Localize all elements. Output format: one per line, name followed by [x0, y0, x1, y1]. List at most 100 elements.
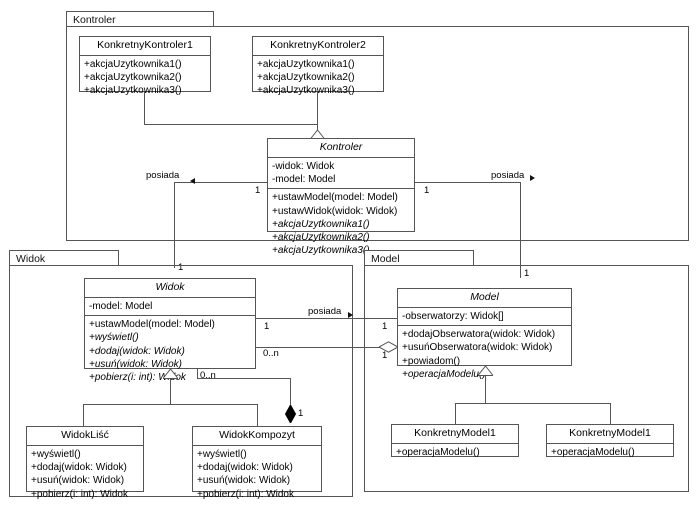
generalization-line	[144, 124, 318, 125]
operations-compartment: +wyświetl() +dodaj(widok: Widok) +usuń(w…	[193, 446, 321, 503]
multiplicity-model-top: 1	[524, 268, 530, 279]
class-model[interactable]: Model -obserwatorzy: Widok[] +dodajObser…	[397, 288, 572, 380]
multiplicity-model-assoc: 1	[382, 321, 388, 332]
operation-row: +powiadom()	[402, 355, 461, 367]
operation-row: +akcjaUzytkownika2()	[272, 232, 370, 244]
generalization-line	[610, 403, 611, 425]
class-name: KonkretnyModel1	[547, 425, 673, 444]
class-widok[interactable]: Widok -model: Model +ustawModel(model: M…	[84, 278, 256, 383]
class-konkretny-model-2[interactable]: KonkretnyModel1 +operacjaModelu()	[546, 424, 674, 458]
generalization-line	[317, 92, 318, 125]
operation-row: +akcjaUzytkownika3()	[272, 245, 370, 257]
multiplicity-widok-assoc-n: 0..n	[263, 348, 279, 359]
class-konkretny-kontroler-1[interactable]: KonkretnyKontroler1 +akcjaUzytkownika1()…	[79, 36, 211, 96]
operation-row: +dodajObserwatora(widok: Widok)	[402, 329, 556, 341]
association-line-kontroler-model	[415, 182, 521, 183]
generalization-line	[455, 403, 456, 425]
package-body-model	[364, 265, 689, 492]
operation-row: +usuńObserwatora(widok: Widok)	[402, 342, 553, 354]
attribute-row: -model: Model	[89, 301, 153, 312]
operations-compartment: +akcjaUzytkownika1() +akcjaUzytkownika2(…	[80, 56, 210, 100]
composition-diamond-icon	[285, 405, 296, 423]
operation-row: +ustawWidok(widok: Widok)	[272, 205, 398, 217]
class-kontroler[interactable]: Kontroler -widok: Widok -model: Model +u…	[267, 138, 415, 256]
operation-row: +wyświetl()	[31, 449, 81, 460]
generalization-line	[83, 404, 84, 427]
operation-row: +wyświetl()	[197, 449, 247, 460]
multiplicity-model-agg: 1	[382, 350, 388, 361]
class-name: KonkretnyModel1	[392, 425, 518, 444]
attribute-row: -widok: Widok	[272, 161, 335, 172]
generalization-line	[485, 375, 486, 404]
association-arrow-mid-icon	[348, 312, 353, 318]
operation-row: +operacjaModelu()	[396, 447, 480, 458]
multiplicity-kontroler-left: 1	[255, 185, 261, 196]
aggregation-diamond-icon	[379, 341, 398, 353]
package-label-widok: Widok	[16, 253, 46, 265]
class-name: Kontroler	[268, 139, 414, 158]
attributes-compartment: -widok: Widok -model: Model	[268, 158, 414, 190]
operation-row: +wyświetl()	[89, 332, 139, 344]
association-line-kontroler-widok	[174, 182, 175, 268]
generalization-line	[83, 404, 258, 405]
package-tab-widok: Widok	[9, 250, 119, 266]
operation-row: +pobierz(i: int): Widok	[197, 488, 294, 500]
class-konkretny-kontroler-2[interactable]: KonkretnyKontroler2 +akcjaUzytkownika1()…	[252, 36, 384, 96]
multiplicity-composite-n: 0..n	[200, 370, 216, 381]
association-arrow-left-icon	[190, 178, 195, 184]
operation-row: +dodaj(widok: Widok)	[31, 462, 127, 474]
multiplicity-kontroler-right: 1	[424, 185, 430, 196]
generalization-line	[170, 378, 171, 405]
package-label-kontroler: Kontroler	[73, 14, 116, 26]
class-name: WidokKompozyt	[193, 427, 321, 446]
attribute-row: -obserwatorzy: Widok[]	[402, 311, 504, 322]
class-name: WidokLiść	[27, 427, 143, 446]
operation-row: +usuń(widok: Widok)	[89, 358, 183, 370]
operations-compartment: +wyświetl() +dodaj(widok: Widok) +usuń(w…	[27, 446, 143, 503]
class-widok-lisc[interactable]: WidokLiść +wyświetl() +dodaj(widok: Wido…	[26, 426, 144, 500]
generalization-line	[257, 404, 258, 427]
generalization-line	[317, 124, 318, 132]
operation-row: +akcjaUzytkownika1()	[84, 59, 182, 70]
attributes-compartment: -model: Model	[85, 298, 255, 317]
operation-row: +usuń(widok: Widok)	[31, 475, 125, 487]
association-line-widok-model	[256, 318, 397, 319]
operation-row: +akcjaUzytkownika2()	[257, 72, 355, 84]
operations-compartment: +operacjaModelu()	[547, 444, 673, 461]
operations-compartment: +ustawModel(model: Model) +wyświetl() +d…	[85, 316, 255, 386]
operation-row: +ustawModel(model: Model)	[272, 192, 398, 204]
operations-compartment: +dodajObserwatora(widok: Widok) +usuńObs…	[398, 326, 571, 383]
operation-row: +akcjaUzytkownika3()	[84, 85, 182, 97]
operation-row: +operacjaModelu()	[402, 368, 486, 380]
association-arrow-right-icon	[530, 175, 535, 181]
attributes-compartment: -obserwatorzy: Widok[]	[398, 308, 571, 327]
operation-row: +dodaj(widok: Widok)	[89, 345, 185, 357]
operations-compartment: +akcjaUzytkownika1() +akcjaUzytkownika2(…	[253, 56, 383, 100]
operation-row: +akcjaUzytkownika2()	[84, 72, 182, 84]
class-name: Model	[398, 289, 571, 308]
package-label-model: Model	[371, 253, 400, 265]
package-tab-model: Model	[364, 250, 474, 266]
operation-row: +dodaj(widok: Widok)	[197, 462, 293, 474]
class-konkretny-model-1[interactable]: KonkretnyModel1 +operacjaModelu()	[391, 424, 519, 458]
class-widok-kompozyt[interactable]: WidokKompozyt +wyświetl() +dodaj(widok: …	[192, 426, 322, 500]
multiplicity-composite-one: 1	[298, 408, 304, 419]
class-name: Widok	[85, 279, 255, 298]
aggregation-line-model-widok	[256, 347, 380, 348]
composition-line	[290, 378, 291, 409]
package-tab-kontroler: Kontroler	[66, 11, 214, 27]
operation-row: +usuń(widok: Widok)	[197, 475, 291, 487]
operation-row: +akcjaUzytkownika3()	[257, 85, 355, 97]
association-label-posiada-left: posiada	[146, 170, 180, 181]
class-name: KonkretnyKontroler2	[253, 37, 383, 56]
composition-line	[197, 378, 291, 379]
operation-row: +pobierz(i: int): Widok	[89, 372, 186, 384]
association-line-kontroler-widok	[174, 182, 268, 183]
package-body-kontroler	[66, 26, 689, 241]
operation-row: +pobierz(i: int): Widok	[31, 488, 128, 500]
operation-row: +ustawModel(model: Model)	[89, 319, 215, 331]
operations-compartment: +operacjaModelu()	[392, 444, 518, 461]
generalization-line	[144, 92, 145, 125]
composition-line	[197, 369, 198, 379]
association-line-kontroler-model	[520, 182, 521, 278]
